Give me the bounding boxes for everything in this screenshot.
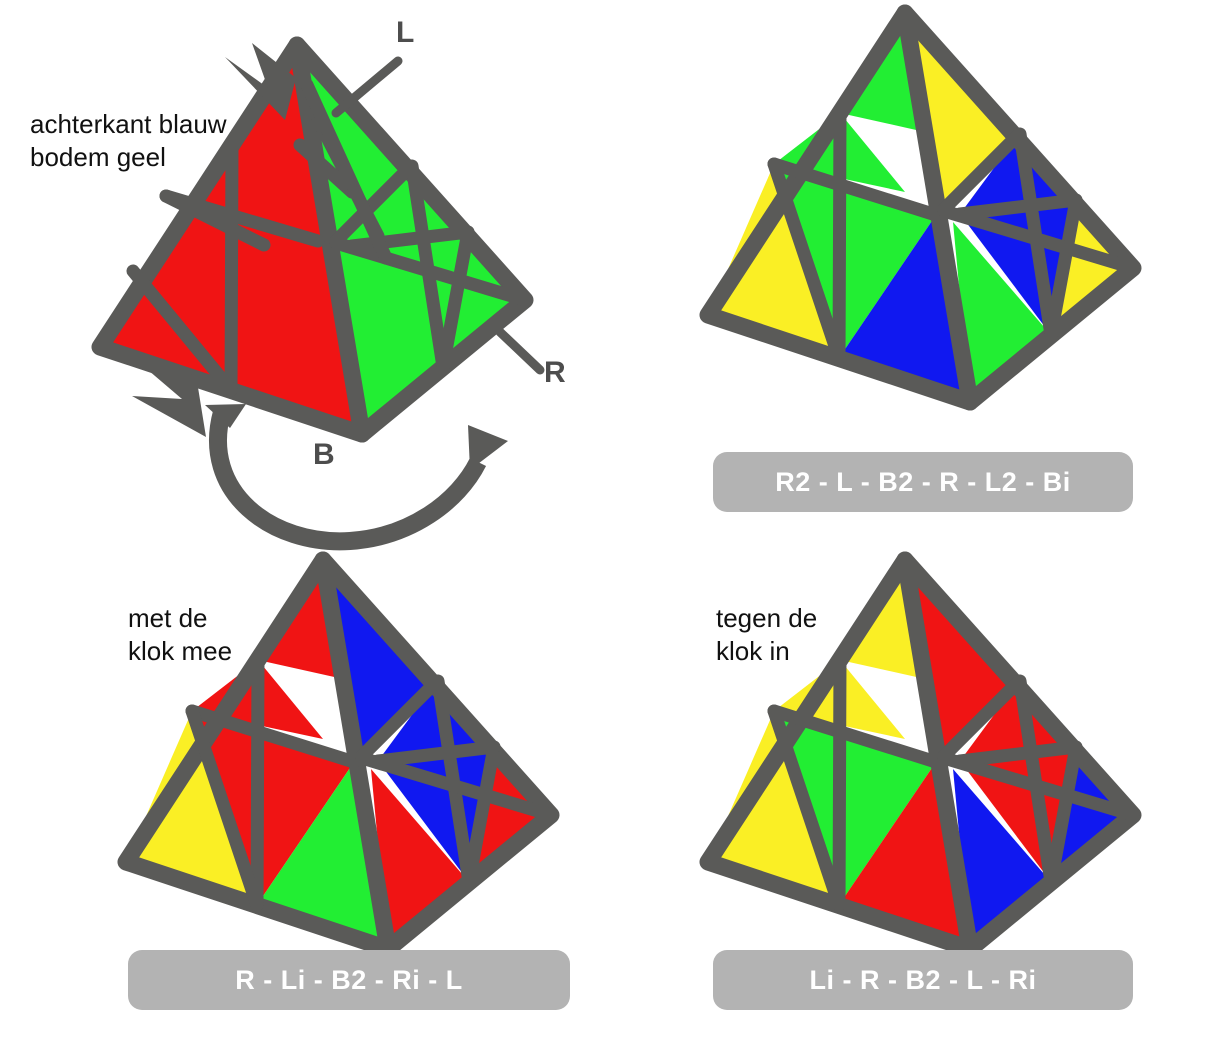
right-face-gridlines xyxy=(936,127,1140,342)
tile-R2 xyxy=(960,134,1076,214)
tile-L3 xyxy=(708,711,839,905)
move-label-top-right: R2 - L - B2 - R - L2 - Bi xyxy=(713,452,1133,512)
panel-bottom-left: met de klok mee xyxy=(0,530,608,1060)
panel-bottom-right-note: tegen de klok in xyxy=(716,603,818,666)
tile-R2 xyxy=(378,681,494,761)
left-face-tiles xyxy=(126,560,388,949)
axis-label-R: R xyxy=(544,356,566,389)
move-label-bottom-right: Li - R - B2 - L - Ri xyxy=(713,950,1133,1010)
arrow-down-left xyxy=(132,370,206,437)
tile-L5 xyxy=(257,762,388,949)
tile-R2 xyxy=(960,681,1076,761)
left-face-gridlines xyxy=(126,138,325,397)
rotation-arrows xyxy=(132,43,296,437)
tile-R4 xyxy=(953,769,1051,949)
tile-L3 xyxy=(126,711,257,905)
left-face-gridlines xyxy=(767,653,943,912)
axis-label-B: B xyxy=(313,438,335,471)
right-face-gridlines xyxy=(936,674,1140,889)
pyraminx-top-left xyxy=(91,36,545,551)
panel-bottom-left-note: met de klok mee xyxy=(128,603,233,666)
axis-pointer-lines xyxy=(331,56,545,375)
right-face-gridlines xyxy=(328,159,532,374)
arrow-up-left xyxy=(225,43,296,120)
twist-overlay-lines xyxy=(293,78,393,265)
axis-label-L: L xyxy=(396,16,415,49)
left-face-gridlines xyxy=(767,106,943,365)
right-face-gridlines xyxy=(354,674,558,889)
pyraminx-bottom-right xyxy=(699,551,1142,958)
tile-L3 xyxy=(708,164,839,358)
b-rotation-arrow xyxy=(205,404,508,551)
pyraminx-bottom-left xyxy=(117,551,560,958)
left-face-tiles xyxy=(708,13,970,402)
tile-R4 xyxy=(371,769,469,949)
move-label-bottom-left: R - Li - B2 - Ri - L xyxy=(128,950,570,1010)
pyraminx-top-right xyxy=(699,4,1142,411)
panel-top-left: achterkant blauw bodem geel xyxy=(0,0,608,551)
panel-bottom-right: tegen de klok in xyxy=(608,530,1216,1060)
tile-R4 xyxy=(953,222,1051,402)
panel-top-left-note: achterkant blauw bodem geel xyxy=(30,109,227,172)
panel-top-right: R2 - L - B2 - R - L2 - Bi xyxy=(608,0,1216,530)
tile-L4 xyxy=(774,164,936,358)
tile-L5 xyxy=(839,215,970,402)
tile-L4 xyxy=(192,711,354,905)
tile-L5 xyxy=(839,762,970,949)
tile-L4 xyxy=(774,711,936,905)
left-face-gridlines xyxy=(185,653,361,912)
